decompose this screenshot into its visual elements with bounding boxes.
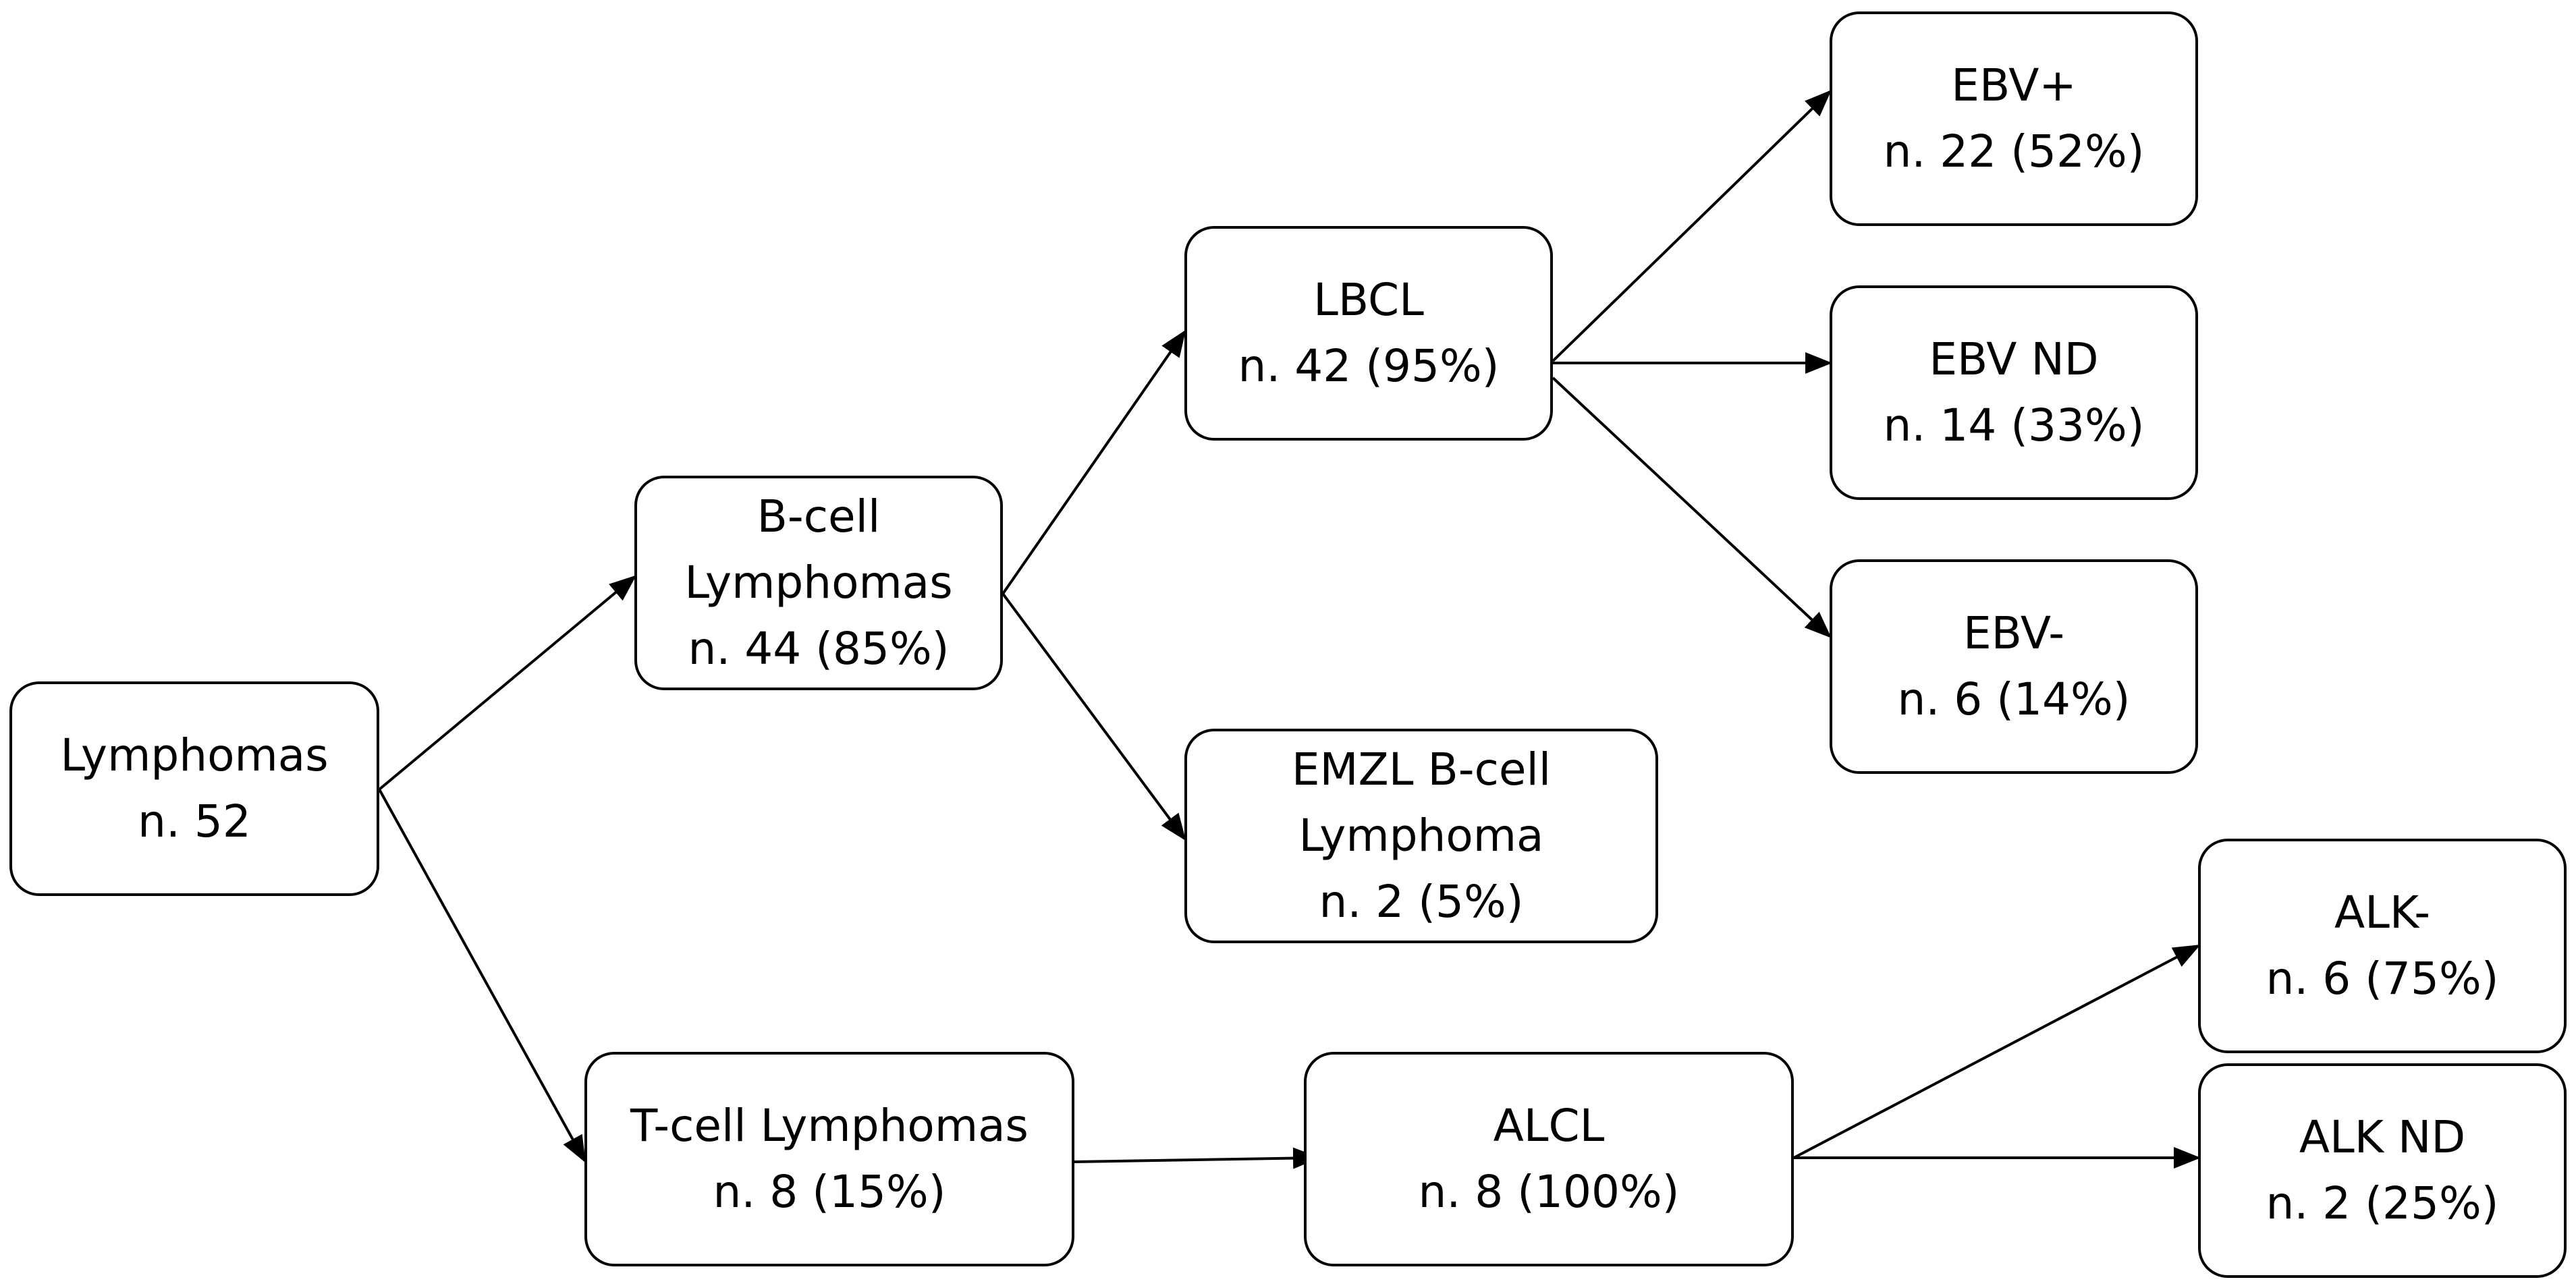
node-emzl-title-line1: EMZL B-cell bbox=[1291, 744, 1552, 795]
node-b-cell-lymphomas: B-cell Lymphomas n. 44 (85%) bbox=[634, 476, 1003, 690]
node-alcl-count: n. 8 (100%) bbox=[1418, 1166, 1680, 1218]
node-ebv-positive-count: n. 22 (52%) bbox=[1883, 125, 2145, 177]
node-emzl-count: n. 2 (5%) bbox=[1319, 876, 1524, 928]
node-b-cell-title-line2: Lymphomas bbox=[684, 557, 953, 609]
node-b-cell-count: n. 44 (85%) bbox=[688, 623, 950, 675]
arrow-lbcl-to-ebv-neg bbox=[1552, 376, 1832, 638]
node-alcl: ALCL n. 8 (100%) bbox=[1304, 1052, 1794, 1266]
node-ebv-negative-title: EBV- bbox=[1963, 607, 2065, 659]
node-alk-negative-title: ALK- bbox=[2334, 887, 2431, 939]
node-ebv-positive-title: EBV+ bbox=[1951, 59, 2077, 111]
node-t-cell-lymphomas: T-cell Lymphomas n. 8 (15%) bbox=[584, 1052, 1074, 1266]
node-lbcl-title: LBCL bbox=[1313, 274, 1424, 326]
node-emzl-b-cell-lymphoma: EMZL B-cell Lymphoma n. 2 (5%) bbox=[1184, 729, 1658, 943]
arrow-tcell-to-alcl bbox=[1074, 1147, 1320, 1169]
node-t-cell-count: n. 8 (15%) bbox=[713, 1166, 946, 1218]
arrow-bcell-to-lbcl bbox=[1002, 329, 1186, 595]
node-lymphomas-count: n. 52 bbox=[138, 795, 251, 847]
node-alk-negative: ALK- n. 6 (75%) bbox=[2198, 839, 2567, 1053]
node-alk-nd-title: ALK ND bbox=[2299, 1111, 2466, 1163]
node-b-cell-title-line1: B-cell bbox=[757, 491, 881, 542]
node-ebv-nd: EBV ND n. 14 (33%) bbox=[1830, 285, 2198, 500]
arrow-lymphomas-to-bcell bbox=[378, 575, 637, 791]
node-ebv-positive: EBV+ n. 22 (52%) bbox=[1830, 11, 2198, 226]
node-ebv-negative: EBV- n. 6 (14%) bbox=[1830, 559, 2198, 774]
arrow-alcl-to-alk-neg bbox=[1793, 945, 2201, 1159]
node-alk-negative-count: n. 6 (75%) bbox=[2266, 953, 2499, 1005]
node-alcl-title: ALCL bbox=[1493, 1100, 1605, 1152]
node-ebv-negative-count: n. 6 (14%) bbox=[1897, 673, 2131, 725]
node-emzl-title-line2: Lymphoma bbox=[1298, 810, 1544, 862]
node-alk-nd-count: n. 2 (25%) bbox=[2266, 1177, 2499, 1229]
node-ebv-nd-count: n. 14 (33%) bbox=[1883, 399, 2145, 451]
arrow-lymphomas-to-tcell bbox=[378, 789, 586, 1163]
node-ebv-nd-title: EBV ND bbox=[1929, 333, 2099, 385]
node-lbcl: LBCL n. 42 (95%) bbox=[1184, 226, 1553, 441]
arrow-bcell-to-emzl bbox=[1002, 592, 1186, 841]
node-t-cell-title: T-cell Lymphomas bbox=[630, 1100, 1029, 1152]
node-alk-nd: ALK ND n. 2 (25%) bbox=[2198, 1063, 2567, 1278]
node-lbcl-count: n. 42 (95%) bbox=[1238, 340, 1500, 392]
node-lymphomas: Lymphomas n. 52 bbox=[9, 681, 379, 896]
node-lymphomas-title: Lymphomas bbox=[60, 729, 329, 781]
arrow-lbcl-to-ebv-pos bbox=[1552, 90, 1832, 362]
